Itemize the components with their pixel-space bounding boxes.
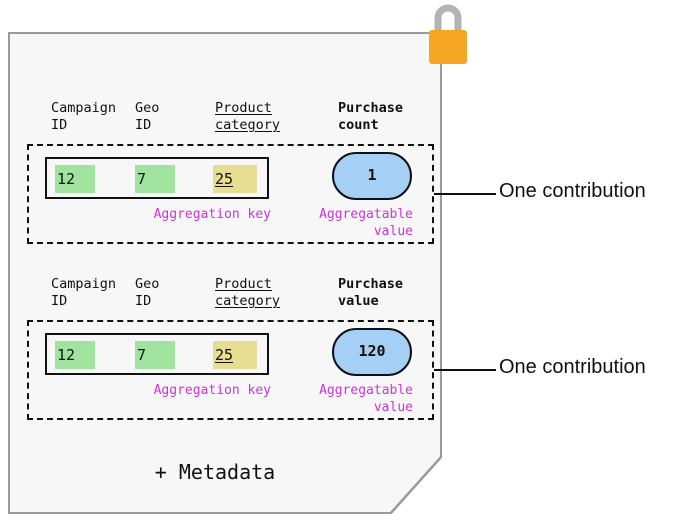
column-headers-1: Campaign ID Geo ID Product category Purc… — [27, 100, 434, 142]
aggregatable-value-oval-1: 1 — [332, 152, 412, 200]
key-chip-campaign-id: 12 — [55, 165, 95, 193]
padlock-icon — [429, 4, 467, 64]
envelope-body — [8, 32, 442, 514]
aggregation-key-box-2: 12 7 25 — [45, 333, 269, 375]
key-chip-campaign-id: 12 — [55, 341, 95, 369]
contribution-row-1: Campaign ID Geo ID Product category Purc… — [27, 100, 434, 244]
key-chip-product-category: 25 — [213, 165, 257, 193]
contribution-boundary-2: 12 7 25 120 Aggregation key Aggregatable… — [27, 320, 434, 420]
metadata-label: + Metadata — [154, 460, 276, 484]
header-purchase-count: Purchase count — [338, 100, 404, 133]
header-geo-id: Geo ID — [135, 100, 160, 133]
contribution-row-2: Campaign ID Geo ID Product category Purc… — [27, 276, 434, 420]
header-product-category: Product category — [215, 276, 281, 309]
aggregation-key-box-1: 12 7 25 — [45, 157, 269, 199]
header-product-category: Product category — [215, 100, 281, 133]
column-headers-2: Campaign ID Geo ID Product category Purc… — [27, 276, 434, 318]
annotation-aggregation-key-2: Aggregation key — [153, 383, 271, 398]
annotation-aggregatable-value-2: Aggregatable value — [319, 383, 413, 415]
callout-label-1: One contribution — [499, 180, 646, 202]
contribution-boundary-1: 12 7 25 1 Aggregation key Aggregatable v… — [27, 144, 434, 244]
callout-connector-1 — [434, 193, 496, 195]
header-campaign-id: Campaign ID — [51, 100, 117, 133]
key-chip-geo-id: 7 — [135, 341, 175, 369]
key-chip-product-category: 25 — [213, 341, 257, 369]
header-geo-id: Geo ID — [135, 276, 160, 309]
aggregatable-value-oval-2: 120 — [332, 328, 412, 376]
key-chip-geo-id: 7 — [135, 165, 175, 193]
callout-label-2: One contribution — [499, 356, 646, 378]
callout-connector-2 — [434, 369, 496, 371]
annotation-aggregatable-value-1: Aggregatable value — [319, 207, 413, 239]
header-campaign-id: Campaign ID — [51, 276, 117, 309]
header-purchase-value: Purchase value — [338, 276, 404, 309]
annotation-aggregation-key-1: Aggregation key — [153, 207, 271, 222]
